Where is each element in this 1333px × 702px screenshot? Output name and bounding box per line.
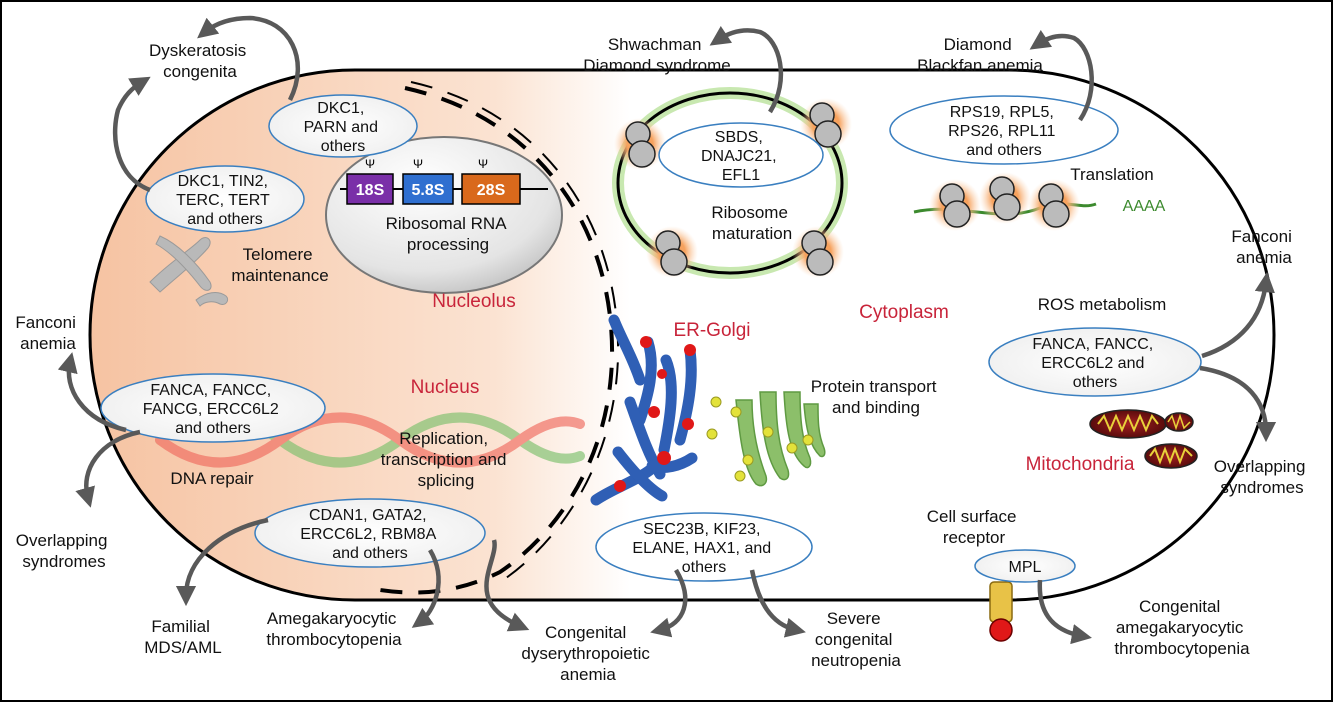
gene-group-cdan: CDAN1, GATA2, ERCC6L2, RBM8A and others: [254, 498, 486, 568]
cell-surface-receptor-label: Cell surface receptor: [927, 507, 1022, 547]
arrow-to-diamond-blackfan: [1029, 29, 1094, 122]
svg-text:MPL: MPL: [1009, 559, 1042, 576]
nuclear-envelope: [379, 86, 615, 595]
arrow-to-overlapping-right: [1199, 365, 1277, 443]
mitochondrion-icon: [1164, 412, 1194, 432]
dna-repair-label: DNA repair: [170, 469, 253, 488]
ribosome-icon: [1028, 179, 1080, 231]
ros-metabolism-label: ROS metabolism: [1038, 295, 1166, 314]
arrow-to-fanconi-right: [1201, 271, 1275, 359]
rrna-18s-box: 18S: [346, 173, 394, 205]
gene-group-rps: RPS19, RPL5, RPS26, RPL11 and others: [889, 95, 1119, 165]
ribosome-icon: [979, 172, 1031, 224]
er-golgi-label: ER-Golgi: [673, 320, 750, 341]
replication-label: Replication, transcription and splicing: [381, 429, 511, 490]
disease-congenital-amega: Congenital amegakaryocytic thrombocytope…: [1114, 597, 1250, 658]
psi-icon: Ψ: [365, 157, 375, 171]
ribosome-icon: [792, 226, 844, 278]
nucleolus-label: Nucleolus: [432, 291, 515, 312]
rrna-58s-box: 5.8S: [402, 173, 454, 205]
disease-shwachman: Shwachman Diamond syndrome: [583, 35, 730, 75]
arrow-to-familial-mds: [175, 517, 269, 607]
ribosome-icon: [646, 226, 698, 278]
svg-text:SBDS, DNAJC21, EFL: SBDS, DNAJC21, EFL1: [701, 129, 781, 184]
disease-fanconi-left: Fanconi anemia: [15, 313, 80, 353]
cell-membrane: [88, 68, 1276, 602]
protein-transport-label: Protein transport and binding: [811, 377, 941, 417]
gene-group-sec23b: SEC23B, KIF23, ELANE, HAX1, and others: [595, 512, 813, 582]
rrna-processing-label: Ribosomal RNA processing: [386, 214, 511, 254]
disease-amegakaryocytic: Amegakaryocytic thrombocytopenia: [266, 609, 402, 649]
disease-cda: Congenital dyserythropoietic anemia: [521, 623, 654, 684]
arrow-to-overlapping-left: [75, 429, 141, 508]
vesicle-dots: [706, 396, 814, 482]
gene-group-telomere: DKC1, TIN2, TERC, TERT and others: [145, 165, 305, 233]
psi-icon: Ψ: [413, 157, 423, 171]
svg-text:CDAN1, GATA2, ERCC6L2, R: CDAN1, GATA2, ERCC6L2, RBM8A and others: [300, 507, 440, 562]
arrow-to-congenital-amega: [1037, 579, 1092, 645]
rrna-58s-label: 5.8S: [412, 182, 445, 199]
disease-overlapping-right: Overlapping syndromes: [1214, 457, 1310, 497]
svg-text:DKC1, PARN and oth: DKC1, PARN and others: [304, 100, 383, 155]
chromosome-icon: [149, 235, 229, 307]
gene-group-fanc-nucleus: FANCA, FANCC, FANCG, ERCC6L2 and others: [100, 373, 326, 443]
golgi-icon: [735, 391, 826, 487]
polya-label: AAAA: [1123, 198, 1166, 215]
mitochondrion-icon: [1089, 409, 1167, 439]
svg-text:FANCA, FANCC, ERCC6L2 an: FANCA, FANCC, ERCC6L2 and others: [1032, 336, 1157, 391]
arrow-to-dyskeratosis-2: [112, 76, 151, 193]
nucleus-label: Nucleus: [411, 377, 480, 398]
svg-text:RPS19, RPL5, RPS26, RPL1: RPS19, RPL5, RPS26, RPL11 and others: [948, 104, 1060, 159]
arrows: [57, 15, 1277, 645]
psi-icon: Ψ: [478, 157, 488, 171]
gene-group-dkc1-parn: DKC1, PARN and others: [268, 94, 418, 158]
receptor-icon: [989, 581, 1013, 642]
mitochondria-label: Mitochondria: [1026, 454, 1135, 475]
disease-diamond-blackfan: Diamond Blackfan anemia: [917, 35, 1043, 75]
disease-neutropenia: Severe congenital neutropenia: [811, 609, 901, 670]
rrna-28s-box: 28S: [461, 173, 521, 205]
rrna-28s-label: 28S: [477, 182, 506, 199]
gene-group-fanc-mito: FANCA, FANCC, ERCC6L2 and others: [988, 327, 1202, 397]
er-ribosome-dots: [614, 336, 696, 492]
ribosome-maturation-label: Ribosome maturation: [711, 203, 792, 243]
svg-text:FANCA, FANCC, FANCG, ERC: FANCA, FANCC, FANCG, ERCC6L2 and others: [143, 382, 284, 437]
arrow-to-cda: [484, 539, 530, 632]
arrow-to-neutropenia: [749, 569, 806, 638]
disease-fanconi-right: Fanconi anemia: [1231, 227, 1296, 267]
translation-label: Translation: [1070, 165, 1153, 184]
svg-text:SEC23B, KIF23, ELANE, HA: SEC23B, KIF23, ELANE, HAX1, and others: [632, 521, 775, 576]
svg-text:DKC1, TIN2, TERC, TERT: DKC1, TIN2, TERC, TERT and others: [176, 173, 274, 228]
gene-group-mpl: MPL: [974, 549, 1076, 583]
gene-group-sbds: SBDS, DNAJC21, EFL1: [658, 122, 824, 188]
arrow-to-shwachman: [709, 25, 784, 114]
ribosome-icon: [929, 179, 981, 231]
rrna-18s-label: 18S: [356, 182, 385, 199]
arrow-to-cda-2: [650, 568, 688, 638]
ribosome-icon: [614, 118, 666, 170]
disease-familial-mds: Familial MDS/AML: [144, 617, 221, 657]
ribosome-ring: [616, 91, 844, 275]
cytoplasm-label: Cytoplasm: [859, 302, 949, 323]
disease-overlapping-left: Overlapping syndromes: [16, 531, 112, 571]
telomere-label: Telomere maintenance: [231, 245, 328, 285]
ribosome-icon: [800, 98, 852, 150]
mitochondrion-icon: [1144, 443, 1198, 469]
arrow-to-fanconi-left: [57, 352, 127, 433]
arrow-to-dyskeratosis: [197, 15, 301, 102]
arrow-to-amegakaryocytic: [411, 548, 441, 628]
disease-dyskeratosis: Dyskeratosis congenita: [149, 41, 251, 81]
